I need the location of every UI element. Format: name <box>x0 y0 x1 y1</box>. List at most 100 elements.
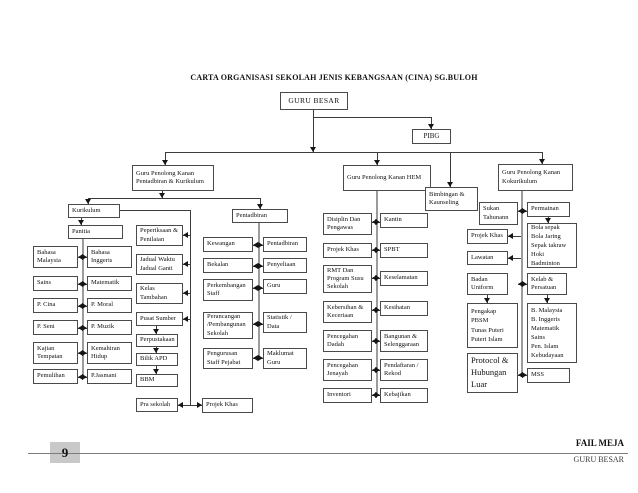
node-pendaftaran-rekod: Pendaftaran / Rekod <box>380 359 428 381</box>
connector-arrow <box>544 298 550 303</box>
connector-line <box>190 210 191 406</box>
connector-arrow <box>253 321 258 327</box>
footer-doc-subtitle: GURU BESAR <box>573 455 624 464</box>
node-pengurusan-staff-pejabat: Pengurusan Staff Pejabat <box>203 348 253 369</box>
page-number-highlight <box>50 442 80 463</box>
connector-line <box>431 117 432 129</box>
connector-arrow <box>508 233 513 239</box>
connector-arrow <box>78 281 83 287</box>
connector-line <box>313 109 314 152</box>
node-statistik-data: Statistik / Data <box>263 312 307 333</box>
connector-arrow <box>253 285 258 291</box>
node-guru-besar: GURU BESAR <box>280 92 348 110</box>
connector-arrow <box>183 316 188 322</box>
page-number: 9 <box>61 444 69 460</box>
connector-line <box>165 152 166 165</box>
connector-arrow <box>375 307 380 313</box>
node-peperiksaan-penilaian: Peperiksaan & Penilaian <box>136 225 183 246</box>
node-pencegahan-dadah: Pencegahan Dadah <box>323 330 372 352</box>
node-penyeliaan: Penyeliaan <box>263 258 307 273</box>
node-p-jasmani: P.Jasmani <box>87 369 132 384</box>
connector-arrow <box>159 193 165 198</box>
node-sains: Sains <box>33 276 78 291</box>
node-pra-sekolah: Pra sekolah <box>136 398 178 412</box>
node-guru-unit: Guru <box>263 279 307 294</box>
connector-arrow <box>447 182 453 187</box>
connector-arrow <box>372 307 377 313</box>
connector-arrow <box>522 208 527 214</box>
node-kelab-units: B. Malaysia B. Inggeris Matematik Sains … <box>527 303 577 363</box>
connector-arrow <box>183 290 188 296</box>
node-perpustakaan: Perpustakaan <box>136 334 178 347</box>
node-gpk-pentadbiran-kurikulum: Guru Penolong Kanan Pentadbiran & Kuriku… <box>132 165 214 191</box>
node-bahasa-inggeris: Bahasa Inggeris <box>87 246 132 268</box>
connector-arrow <box>428 124 434 129</box>
node-lawatan: Lawatan <box>467 251 508 265</box>
connector-arrow <box>82 254 87 260</box>
node-permainan: Permainan <box>527 202 570 217</box>
connector-arrow <box>372 338 377 344</box>
node-p-cina: P. Cina <box>33 298 78 313</box>
connector-arrow <box>78 220 84 225</box>
connector-line <box>120 210 190 211</box>
node-kebersihan-keceriaan: Kebersihan & Keceriaan <box>323 301 372 323</box>
connector-arrow <box>539 159 545 164</box>
connector-arrow <box>518 281 523 287</box>
connector-arrow <box>153 329 159 334</box>
connector-arrow <box>153 348 159 353</box>
node-permainan-games: Bola sepak Bola Jaring Sepak takraw Hoki… <box>527 223 577 268</box>
footer-rule <box>28 453 628 454</box>
connector-arrow <box>258 321 263 327</box>
connector-arrow <box>518 372 523 378</box>
connector-arrow <box>153 369 159 374</box>
node-kemahiran-hidup: Kemahiran Hidup <box>87 342 132 364</box>
node-p-muzik: P. Muzik <box>87 320 132 335</box>
connector-arrow <box>522 281 527 287</box>
node-mss: MSS <box>527 368 570 383</box>
node-p-seni: P. Seni <box>33 320 78 335</box>
node-pencegahan-jenayah: Pencegahan Jenayah <box>323 359 372 381</box>
connector-arrow <box>372 367 377 373</box>
connector-arrow <box>257 204 263 209</box>
node-bimbingan-kaunseling: Bimbingan & Kaunseling <box>425 187 478 211</box>
connector-arrow <box>82 350 87 356</box>
node-badan-uniform: Badan Uniform <box>467 273 508 295</box>
node-disiplin-pengawas: Disiplin Dan Pengawas <box>323 213 372 235</box>
connector-arrow <box>253 263 258 269</box>
connector-arrow <box>372 219 377 225</box>
node-maklumat-guru: Maklumat Guru <box>263 348 307 369</box>
connector-arrow <box>375 275 380 281</box>
connector-arrow <box>78 254 83 260</box>
node-bekalan: Bekalan <box>203 258 253 273</box>
connector-arrow <box>375 219 380 225</box>
node-kelas-tambahan: Kelas Tambahan <box>136 283 183 304</box>
connector-arrow <box>82 303 87 309</box>
connector-arrow <box>253 242 258 248</box>
connector-arrow <box>162 160 168 165</box>
node-kesihatan: Kesihatan <box>380 301 428 316</box>
connector-line <box>260 198 261 209</box>
node-sukan-tahunan: Sukan Tahunann <box>479 202 518 225</box>
node-projek-khas-koku: Projek Khas <box>467 229 508 244</box>
connector-arrow <box>375 338 380 344</box>
node-spbt: SPBT <box>380 243 428 258</box>
connector-line <box>450 152 451 187</box>
node-gpk-kokurikulum: Guru Penolong Kanan Kokurikulum <box>498 164 573 191</box>
connector-arrow <box>522 372 527 378</box>
connector-arrow <box>258 285 263 291</box>
connector-line <box>165 152 543 153</box>
connector-line <box>508 236 521 237</box>
connector-line <box>313 117 432 118</box>
connector-line <box>376 190 378 395</box>
node-inventori: Inventori <box>323 388 372 403</box>
connector-arrow <box>484 298 490 303</box>
connector-line <box>542 152 543 164</box>
connector-arrow <box>545 218 551 223</box>
connector-arrow <box>82 374 87 380</box>
node-pentadbiran-header: Pentadbiran <box>232 209 288 223</box>
node-kewangan: Kewangan <box>203 237 253 252</box>
connector-arrow <box>518 208 523 214</box>
node-protocol-hubungan-luar: Protocol & Hubungan Luar <box>467 353 518 393</box>
connector-arrow <box>310 147 316 152</box>
connector-arrow <box>82 281 87 287</box>
